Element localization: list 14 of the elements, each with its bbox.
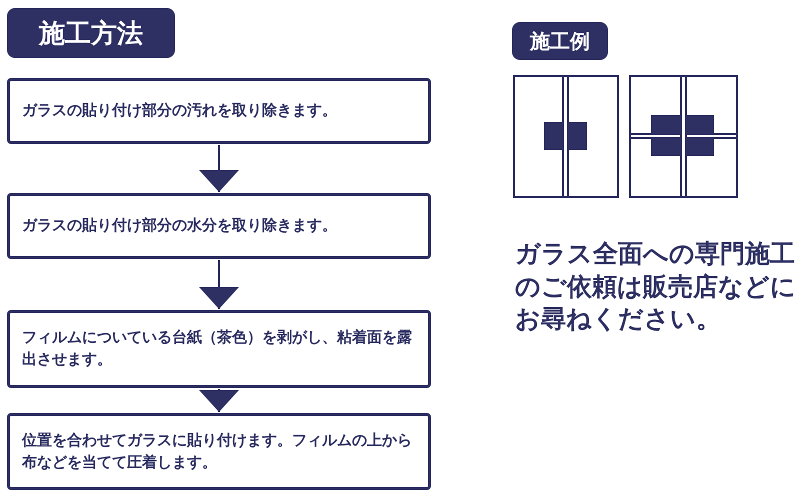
step-text: フィルムについている台紙（茶色）を剥がし、粘着面を露出させます。	[22, 327, 413, 370]
step-box	[7, 310, 431, 388]
heading-tab: 施工例	[512, 22, 608, 60]
step-text: ガラスの貼り付け部分の汚れを取り除きます。	[22, 100, 337, 122]
arrow	[199, 260, 239, 309]
arrow	[199, 145, 239, 192]
note-text: ガラス全面への専門施工のご依頼は販売店などにお尋ねください。	[515, 238, 797, 335]
arrow	[199, 389, 239, 412]
step-box	[7, 78, 431, 144]
step-box	[7, 193, 431, 259]
step-box	[7, 413, 431, 490]
step-text: ガラスの貼り付け部分の水分を取り除きます。	[22, 215, 337, 236]
step-text: 位置を合わせてガラスに貼り付けます。フィルムの上から布などを当てて圧着します。	[22, 430, 413, 472]
heading-tab: 施工方法	[7, 8, 175, 58]
